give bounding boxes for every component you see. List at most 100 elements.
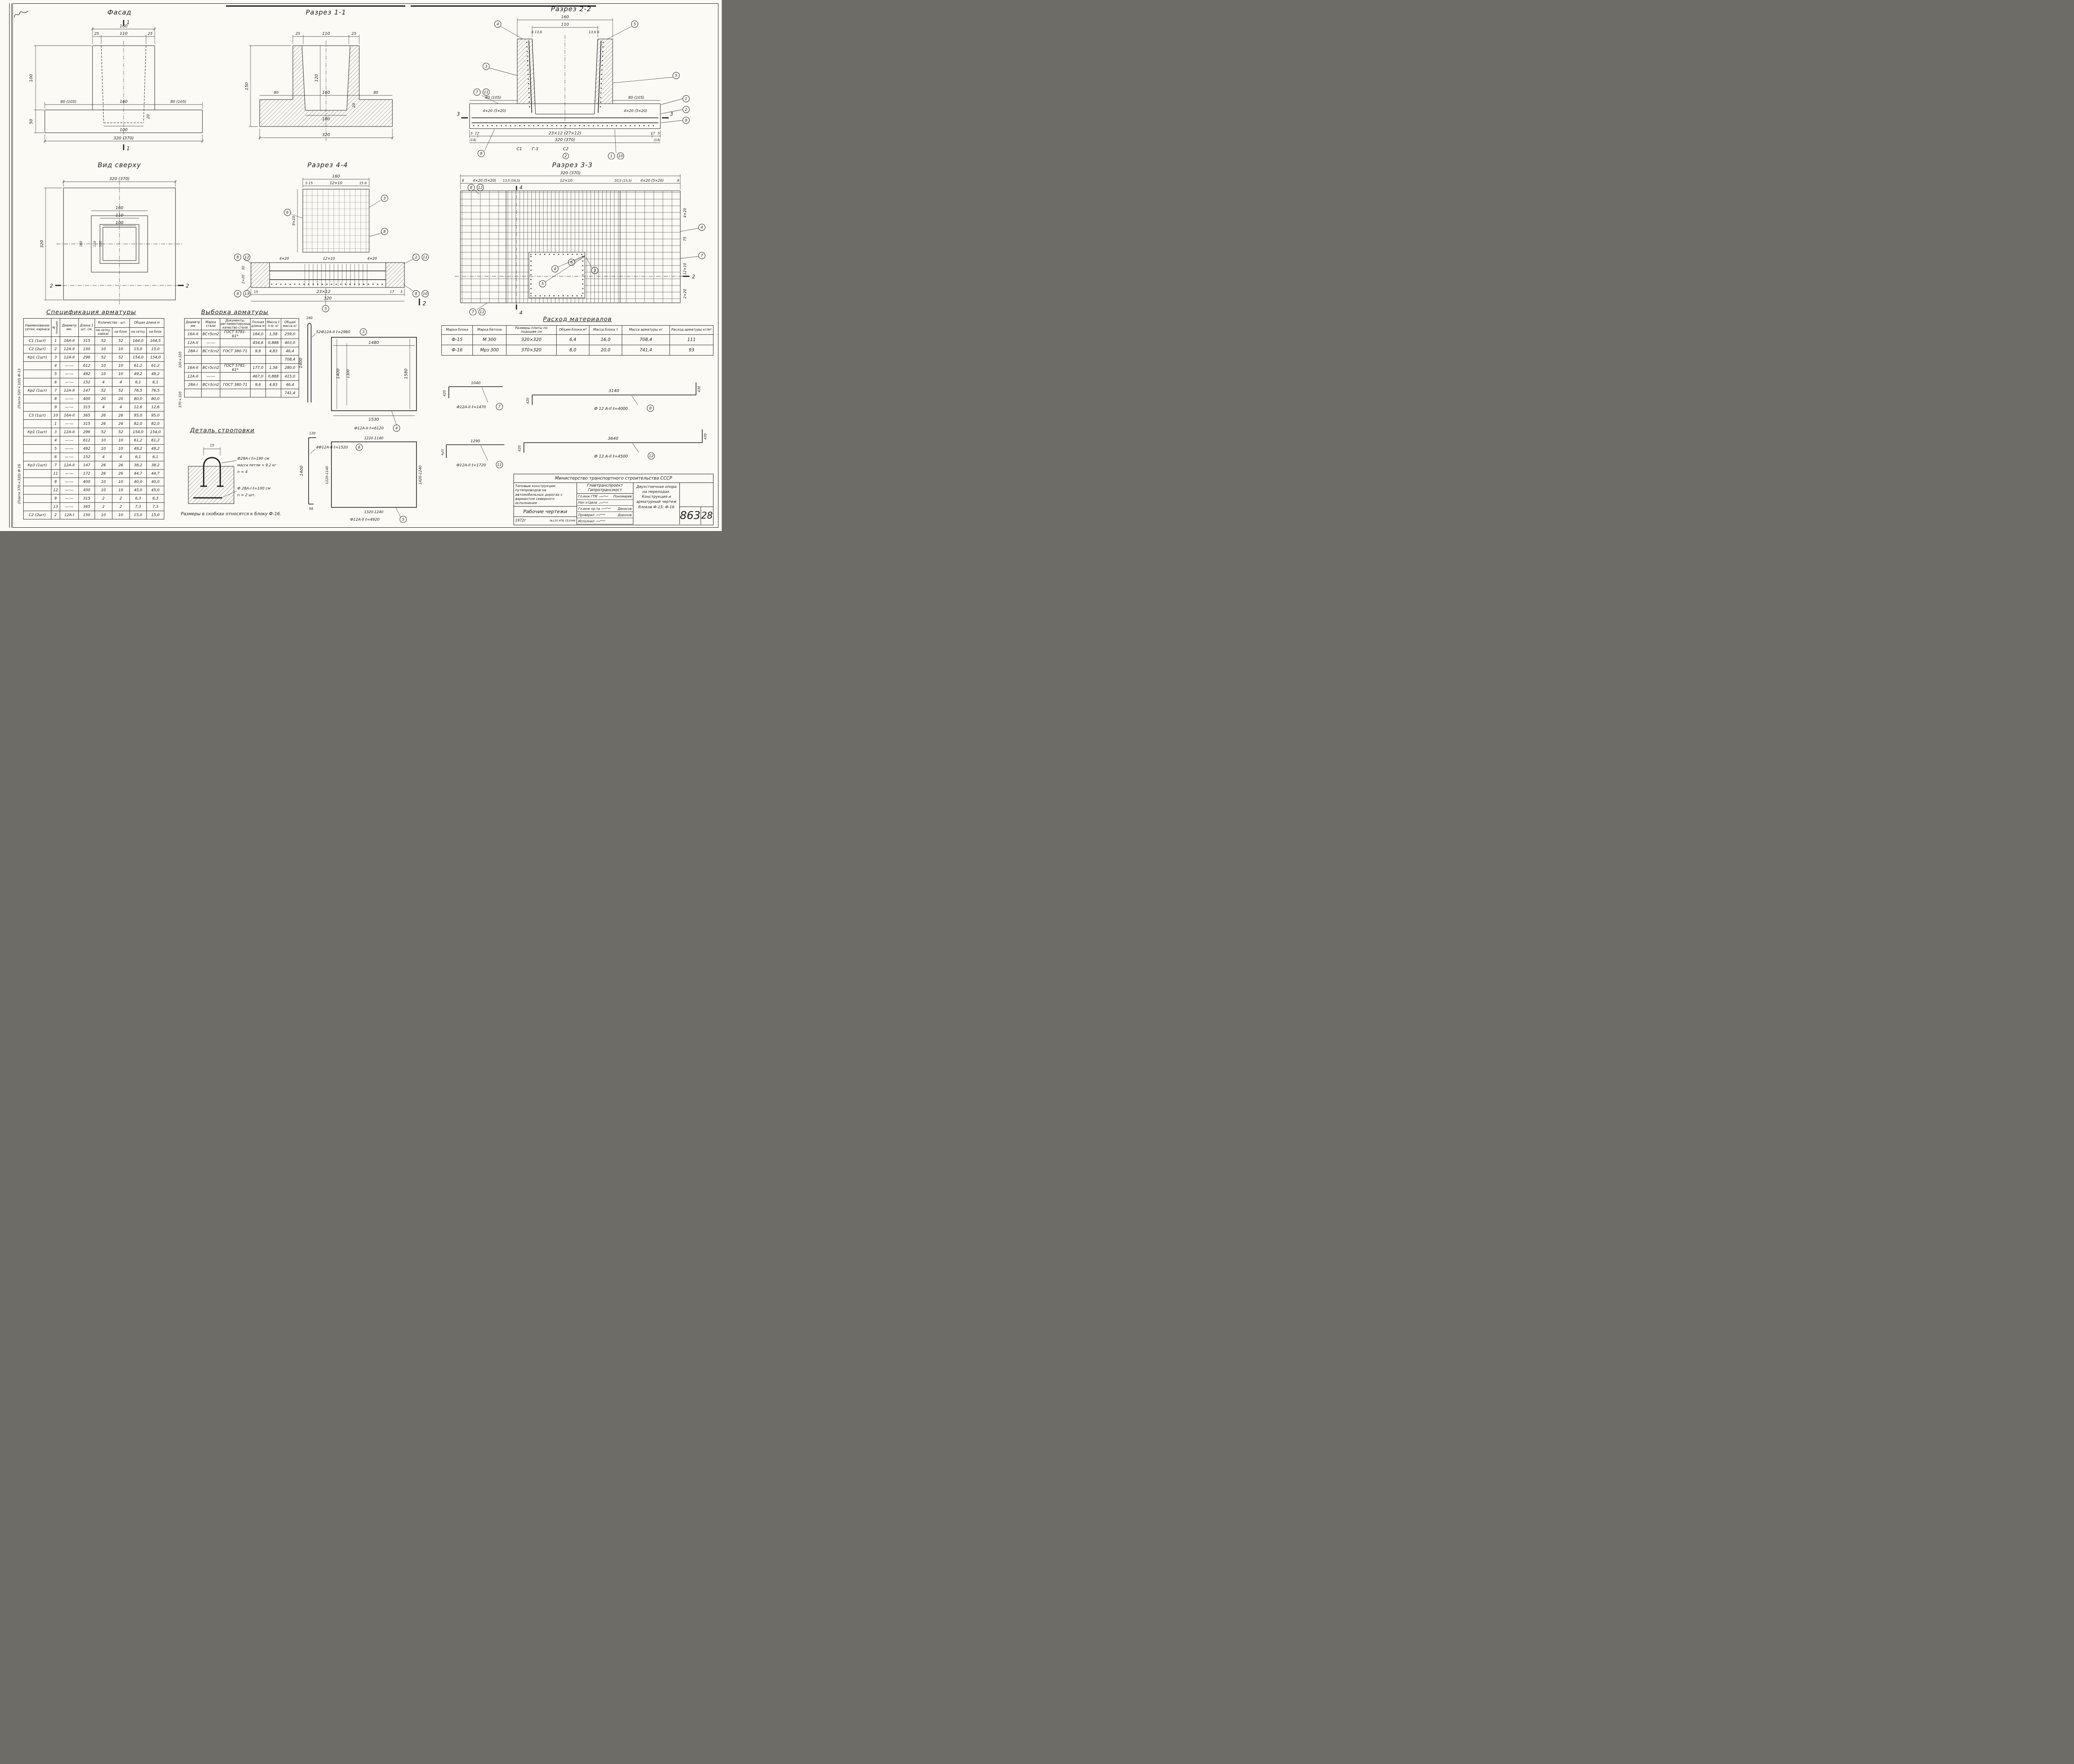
col-header: Объем блока м³ [556, 325, 589, 335]
dim-label: 160 [115, 206, 123, 210]
cell-diam: 16А-II [60, 336, 79, 345]
cell-diam: —·— [60, 378, 79, 387]
dim-label: 2×20 [683, 289, 687, 298]
cell-steel-grade: ВСт3сп2 [201, 347, 220, 356]
dim-label: 12×10 [330, 181, 343, 185]
callout-number: 4 [395, 426, 398, 431]
cell-name: С3 (1шт) [23, 411, 51, 420]
cell-diam [184, 355, 202, 364]
cell-qty-block: 10 [112, 370, 130, 378]
cell-gost: ГОСТ 380-71 [220, 380, 251, 390]
cell-total-net: 7,3 [129, 502, 147, 511]
loop-mass-label: масса петли = 9,2 кг [237, 463, 276, 468]
section-mark: 3 [670, 111, 673, 117]
dim-label: 80 (105) [485, 96, 501, 100]
cell-qty-block: 2 [112, 502, 130, 511]
cell-qty-net: 4 [95, 403, 112, 412]
cell-total-block: 154,0 [146, 353, 164, 362]
cell-pos: 1 [51, 336, 60, 345]
cell-total-net: 164,0 [129, 336, 147, 345]
signature-row: Гл.инж пр-та Денисов [577, 506, 633, 512]
cell-block-mark: Ф-15 [441, 334, 473, 345]
callout-number: 3 [594, 269, 596, 273]
cell-diam: 28А-I [184, 347, 202, 356]
rebar-label: 52Ф12А-II ℓ=2960 [316, 330, 351, 334]
cell-qty-block: 10 [112, 345, 130, 353]
dim-label: 10,5 (15,5) [614, 179, 632, 183]
dim-label: 150 [245, 82, 249, 90]
signature-row: Исполнил [577, 518, 633, 524]
rebar-shape-pos12: 3640 430 420 Ф 12 А-II ℓ=4500 12 [518, 429, 707, 460]
cell-qty-net: 52 [95, 428, 112, 436]
cell-pos: 2 [51, 511, 60, 519]
mesh-spacing-label: 4×20 [279, 257, 289, 261]
signature-squiggle [599, 495, 609, 497]
rebar-label: Ф12А-II ℓ=1720 [457, 463, 486, 468]
cell-steel-grade: ВСт5сп2 [201, 330, 220, 339]
ministry-line: Министерство транспортного строительства… [514, 474, 713, 483]
cell-total-net: 49,2 [129, 370, 147, 378]
cell-total-net: 15,0 [129, 511, 147, 519]
section-2-2-dimensions: 160 110 6 13,6 13,6 6 80 (105) 80 (105) … [469, 15, 661, 143]
spec-group-label-f16: (Плита 370×320) Ф-16 [17, 464, 21, 504]
col-header: Документы, регламентирующие качество ста… [220, 318, 251, 331]
callout-number: 5 [324, 307, 327, 311]
dim-label: 120 [314, 74, 319, 82]
cell-name: Кр2 (1шт) [23, 386, 51, 395]
spec-row: 9 —·— 315 2 2 6,3 6,3 [23, 494, 164, 503]
organization-names: Главтранспроект Гипротрансмост [577, 483, 633, 494]
cell-total-block: 6,1 [146, 453, 164, 461]
callout-number: 5 [633, 22, 636, 27]
cell-name [23, 370, 51, 378]
cell-qty-net: 52 [95, 353, 112, 362]
cell-qty-block: 10 [112, 444, 130, 453]
cell-total-net: 80,0 [129, 395, 147, 403]
cell-total-block: 61,2 [146, 361, 164, 370]
spec-row: Кр1 (1шт) 3 12А-II 296 52 52 154,0 154,0 [23, 353, 164, 362]
dim-label: 1480 [368, 341, 379, 345]
dim-label: 13,5 (16,5) [503, 179, 520, 183]
dim-label: 420 [441, 449, 444, 455]
cell-total-block: 164,5 [146, 336, 164, 345]
role-label: Проверил [578, 513, 594, 517]
cell-len: 152 [78, 453, 95, 461]
cell-concrete-mark: Мрз 300 [472, 345, 506, 356]
cell-diam: 12А-II [184, 372, 202, 381]
dim-label: 4×20 (5×20) [640, 179, 664, 183]
dim-label: 320 (370) [555, 138, 575, 142]
cell-total-block: 95,0 [146, 411, 164, 420]
callout-number: 13 [244, 292, 249, 296]
col-header: Количество - шт. [95, 318, 130, 328]
spec-row: 4 —·— 612 10 10 61,2 61,2 [23, 436, 164, 445]
section-4-4-mesh [302, 189, 370, 253]
spec-row: 5 —·— 492 10 10 49,2 49,2 [23, 444, 164, 453]
cell-total-block: 76,5 [146, 386, 164, 395]
cell-qty-net: 4 [95, 453, 112, 461]
dim-label: 80 [373, 91, 378, 95]
cell-len: 147 [78, 461, 95, 470]
spec-row: С3 (1шт) 10 16А-II 365 26 26 95,0 95,0 [23, 411, 164, 420]
archive-code: №120 УПБ ГБ1046 [550, 519, 575, 522]
cell-diam: —·— [60, 436, 79, 445]
cell-qty-block: 4 [112, 453, 130, 461]
cell-pos: 6 [51, 453, 60, 461]
callout-number: 9 [685, 119, 687, 123]
dim-label: 100 [29, 74, 34, 82]
cell-name [23, 361, 51, 370]
dim-label: 420 [526, 397, 530, 404]
signature-row: Проверил Дорохов [577, 512, 633, 519]
col-header: на блок [112, 327, 130, 337]
mesh-spacing-label: 4×20 (5×20) [624, 109, 647, 113]
view-title-section-4-4: Разрез 4-4 [307, 161, 348, 169]
cell-total-mass: 708,4 [281, 355, 299, 364]
vyborka-table-title: Выборка арматуры [201, 309, 269, 316]
col-header: Длина 1 шт. см. [78, 318, 95, 337]
dim-label: 110 [561, 22, 569, 27]
dim-label: 1400 [299, 465, 304, 476]
cell-qty-net: 26 [95, 461, 112, 470]
section-3-3-drawing: 320 (370) 8 4×20 (5×20) 13,5 (16,5) 12×1… [455, 171, 706, 316]
cell-pos: 12 [51, 486, 60, 495]
vyborka-row: 16А-II ВСт5сп2 ГОСТ 5781-61* 177,0 1,58 … [184, 363, 299, 373]
dim-label: 50 [29, 119, 34, 124]
year-label: 1972г [515, 518, 526, 523]
